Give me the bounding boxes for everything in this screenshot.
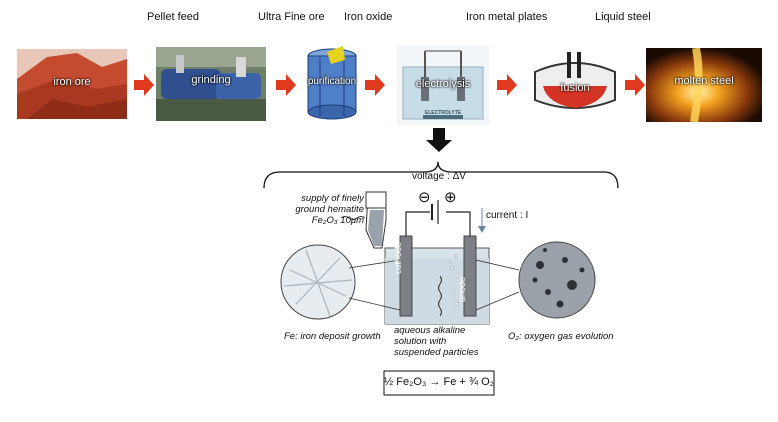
solution-label-line: solution with: [394, 336, 447, 347]
molten-steel-image: [646, 48, 762, 122]
current-label: current : I: [486, 210, 529, 221]
label-iron-oxide: Iron oxide: [344, 11, 393, 23]
oxygen-evolution-caption: O₂: oxygen gas evolution: [508, 331, 614, 342]
electrolyte-label: ELECTROLYTE: [424, 110, 462, 116]
reaction-equation: ½ Fe₂O₃ → Fe + ¾ O₂: [384, 376, 494, 388]
stage-label-electrolysis: electrolysis: [415, 78, 471, 90]
iron-deposit-caption: Fe: iron deposit growth: [284, 331, 381, 342]
stage-label-iron-ore: iron ore: [53, 76, 91, 88]
supply-label-line: ground hematite: [295, 204, 364, 215]
stage-molten-steel: molten steel: [646, 48, 762, 122]
electrolysis-cell-image: [397, 45, 489, 125]
process-arrows: [134, 74, 645, 96]
stage-label-grinding: grinding: [191, 74, 231, 86]
arrow-down-icon: [426, 128, 452, 152]
arrow-right-icon: [276, 74, 296, 96]
stage-purification: purification: [305, 46, 359, 122]
stage-grinding: grinding: [156, 47, 266, 121]
arrow-right-icon: [134, 74, 154, 96]
stage-fusion: fusion: [527, 52, 623, 118]
stage-label-purification: purification: [307, 76, 357, 87]
stage-label-molten-steel: molten steel: [674, 75, 734, 87]
supply-label-line: Fe₂O₃ 10μm: [311, 215, 364, 226]
label-ultra-fine-ore: Ultra Fine ore: [258, 11, 325, 23]
voltage-label: voltage : ΔV: [412, 171, 466, 182]
label-pellet-feed: Pellet feed: [147, 11, 199, 23]
solution-label: aqueous alkaline solution with suspended…: [394, 325, 479, 358]
voltage-brace: [263, 161, 619, 189]
arrow-right-icon: [497, 74, 517, 96]
label-iron-metal-plates: Iron metal plates: [466, 11, 548, 23]
solution-label-line: suspended particles: [394, 347, 479, 358]
label-liquid-steel: Liquid steel: [595, 11, 651, 23]
solution-label-line: aqueous alkaline: [394, 325, 466, 336]
iron-ore-image: [17, 49, 127, 119]
stage-electrolysis: electrolysis ELECTROLYTE: [397, 45, 489, 125]
stage-iron-ore: iron ore: [17, 49, 127, 119]
electrolysis-cell-diagram: [263, 128, 619, 396]
grinding-mill-image: [156, 47, 266, 121]
minus-terminal: ⊖: [418, 189, 431, 206]
purification-vessel-image: [307, 46, 357, 120]
cathode-label: cathode: [393, 241, 403, 274]
supply-label: supply of finely ground hematite Fe₂O₃ 1…: [292, 193, 364, 226]
fusion-furnace-image: [534, 52, 616, 109]
supply-label-line: supply of finely: [301, 193, 364, 204]
arrow-right-icon: [365, 74, 385, 96]
plus-terminal: ⊕: [444, 189, 457, 206]
stage-label-fusion: fusion: [560, 82, 590, 94]
anode-label: anode: [457, 276, 467, 302]
arrow-right-icon: [625, 74, 645, 96]
